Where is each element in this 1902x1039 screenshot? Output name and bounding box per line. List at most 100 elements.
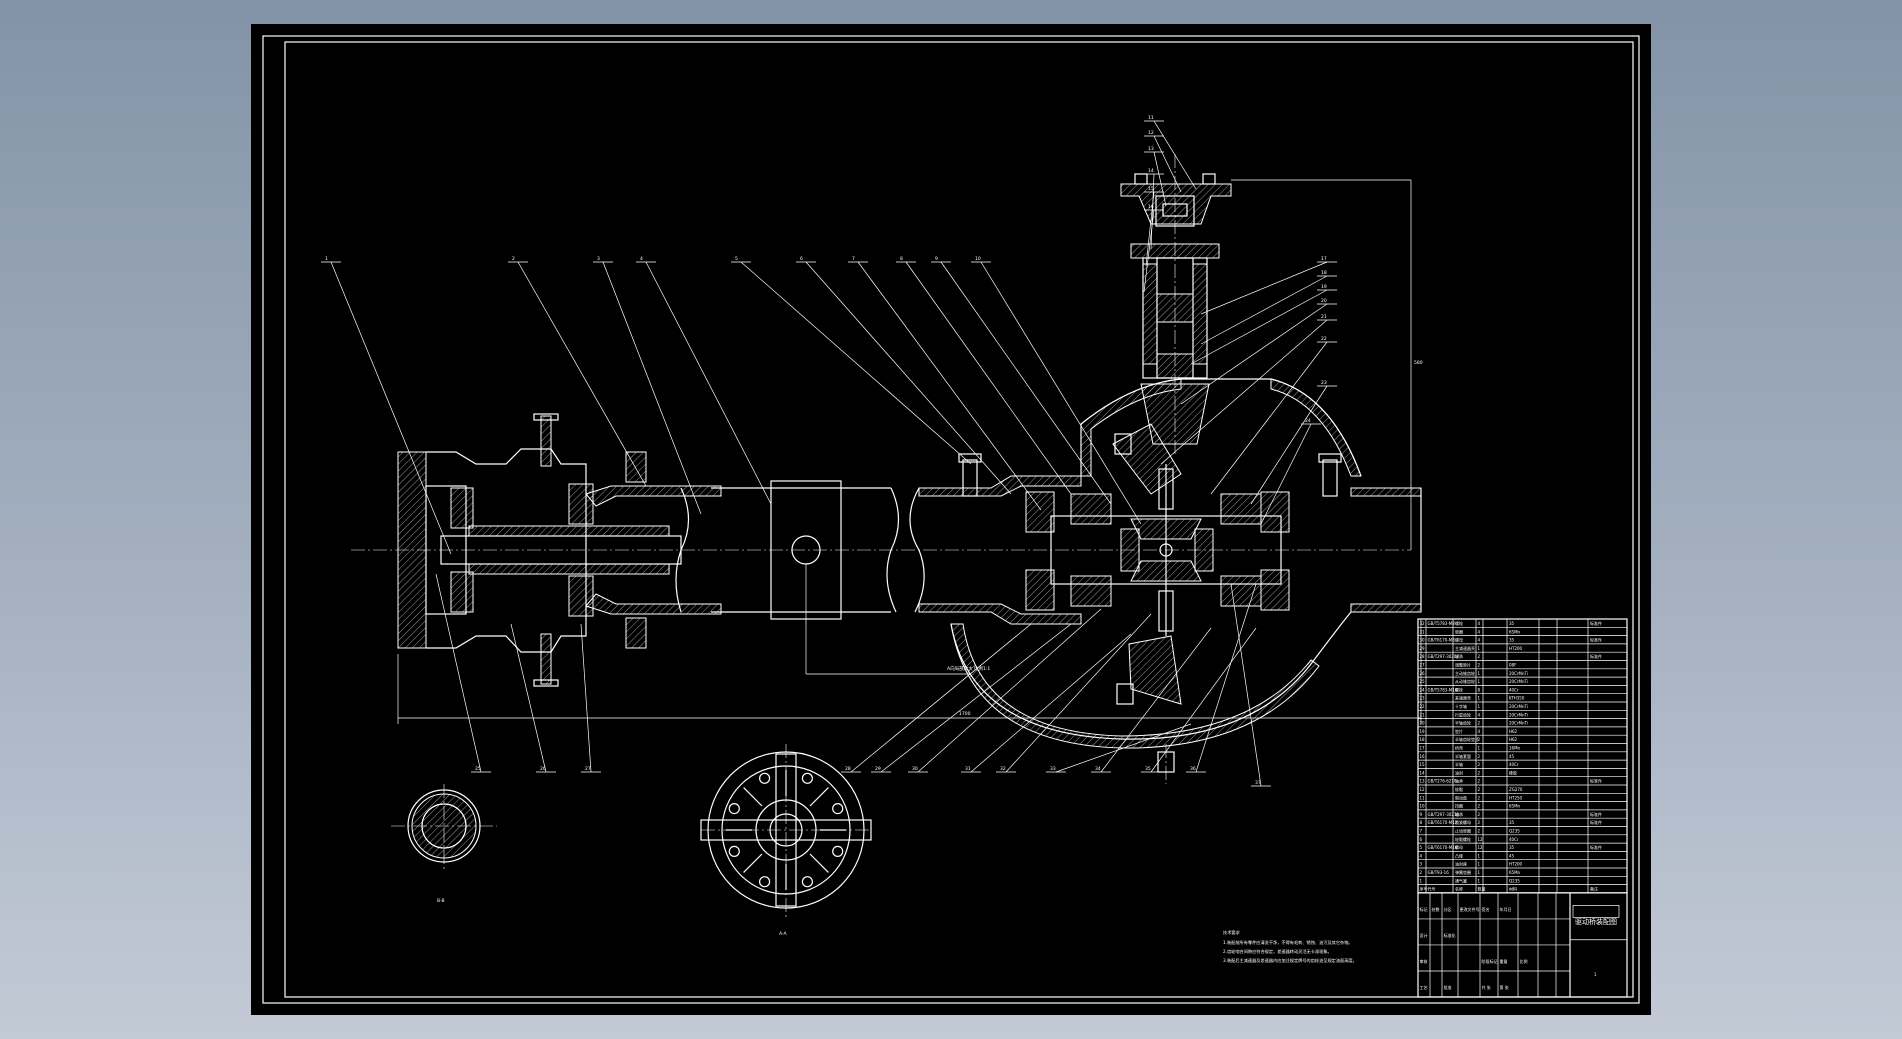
bom-cell: 2	[1478, 795, 1481, 800]
leader-line	[1145, 191, 1155, 267]
bom-cell: 数量	[1478, 886, 1486, 892]
bom-cell: 17	[1420, 746, 1426, 751]
bom-cell: 轴承	[1455, 811, 1463, 817]
part-balloon: 25	[475, 766, 481, 772]
flange-bolt-hole	[832, 845, 844, 858]
part-balloon: 28	[845, 766, 851, 772]
part-balloon: 33	[1050, 766, 1056, 772]
section-bb-label: B-B	[437, 898, 445, 904]
section-aa-label: A-A	[779, 931, 788, 937]
title-block-cell: 标准化	[1444, 932, 1456, 938]
part-balloon: 18	[1321, 270, 1327, 276]
bom-cell: 1	[1478, 646, 1481, 651]
cad-drawing: 1700 580 A向局部放大 比例1:1 123456789101112131…	[262, 35, 1640, 1004]
leader-line	[1250, 385, 1328, 505]
bom-cell: 2	[1478, 820, 1481, 825]
leader-line	[1200, 275, 1328, 345]
bom-cell: 2	[1478, 812, 1481, 817]
flange-bolt-hole	[758, 772, 771, 784]
bom-cell: 16Mn	[1509, 746, 1521, 751]
dimension-lines	[397, 179, 1422, 724]
leader-line	[905, 261, 1072, 495]
bom-cell: GB/T6170-M8	[1428, 638, 1456, 643]
bom-cell: 20CrMnTi	[1509, 721, 1528, 726]
bom-cell: 40Cr	[1509, 762, 1519, 767]
bom-cell: 4	[1478, 638, 1481, 643]
bom-cell: 备注	[1590, 886, 1598, 892]
flange-bolt-hole	[832, 802, 844, 815]
bom-cell: 十字轴	[1455, 703, 1467, 709]
flange-bolt-hole	[728, 802, 740, 815]
bom-cell: 6	[1420, 837, 1423, 842]
leader-line	[580, 623, 592, 773]
part-balloon: 15	[1148, 186, 1154, 192]
bom-cell: 螺母	[1455, 637, 1463, 643]
leader-line	[857, 261, 1042, 511]
bom-cell: 名称	[1455, 886, 1463, 892]
bom-cell: ZG270	[1509, 787, 1523, 792]
bom-cell: 2	[1478, 663, 1481, 668]
svg-text:技术要求: 技术要求	[1223, 929, 1241, 936]
bom-cell: 8	[1478, 687, 1481, 692]
title-block-cell: 阶段标记	[1482, 958, 1498, 964]
bom-cell: 油封座	[1455, 861, 1467, 867]
svg-text:1.装配前所有零件应清洗干净，不得有毛刺、锈蚀、油污及其它杂: 1.装配前所有零件应清洗干净，不得有毛刺、锈蚀、油污及其它杂物。	[1223, 939, 1353, 946]
bom-cell: 垫片	[1455, 728, 1463, 734]
bom-cell: 轮毂螺栓	[1455, 836, 1471, 842]
part-balloon: 14	[1148, 168, 1154, 174]
sheet-number: 1	[1594, 972, 1597, 977]
leader-line	[970, 633, 1132, 773]
bom-cell: 止动垫圈	[1455, 828, 1471, 834]
bom-cell: H62	[1509, 729, 1518, 734]
leader-line	[1210, 341, 1328, 495]
part-balloon: 8	[900, 256, 903, 262]
part-balloon: 32	[1000, 766, 1006, 772]
bom-cell: 13	[1420, 779, 1426, 784]
part-balloon: 3	[597, 256, 600, 262]
flange-rib	[809, 787, 829, 807]
bom-cell: 挡圈	[1455, 803, 1463, 809]
bom-cell: GB/T276-6210	[1428, 779, 1457, 784]
bom-cell: GB/T297-30210	[1428, 812, 1460, 817]
bom-cell: 1	[1478, 696, 1481, 701]
bom-cell: 主减速器壳	[1455, 645, 1475, 651]
bom-cell: 1	[1478, 746, 1481, 751]
leader-line	[1190, 289, 1328, 365]
part-balloon: 24	[1305, 418, 1311, 424]
leader-line	[1160, 319, 1328, 465]
bom-cell: 1	[1478, 862, 1481, 867]
bom-cell: 轮毂	[1455, 786, 1463, 792]
part-balloon: 7	[852, 256, 855, 262]
part-balloon: 17	[1321, 256, 1327, 262]
bom-cell: 标准件	[1590, 637, 1602, 643]
part-balloon: 26	[540, 766, 546, 772]
flange-bolt-hole	[801, 876, 814, 888]
bom-cell: 1	[1478, 853, 1481, 858]
leader-line	[1150, 627, 1257, 773]
left-hub-assembly	[397, 413, 722, 687]
bom-cell: 40Cr	[1509, 687, 1519, 692]
title-block-cell: 重量	[1500, 958, 1508, 964]
title-block-cell: 年月日	[1500, 906, 1512, 912]
bom-cell: 2	[1478, 737, 1481, 742]
bom-cell: 差速器壳	[1455, 695, 1471, 701]
bom-cell: 标准件	[1590, 620, 1602, 626]
leader-line	[1153, 151, 1167, 207]
bom-cell: 10	[1420, 804, 1426, 809]
part-balloon: 27	[585, 766, 591, 772]
bom-cell: HT250	[1509, 795, 1523, 800]
bom-cell: 2	[1478, 787, 1481, 792]
title-block-cell: 签名	[1482, 906, 1490, 912]
dim-height: 580	[1414, 360, 1423, 366]
bom-cell: 1	[1478, 704, 1481, 709]
part-balloon: 35	[1145, 766, 1151, 772]
part-balloon: 16	[1148, 204, 1154, 210]
bom-cell: 2	[1478, 721, 1481, 726]
pinion-assembly	[1120, 154, 1232, 454]
leader-line	[435, 573, 482, 773]
bom-cell: 23	[1420, 696, 1426, 701]
bom-cell: 9	[1420, 812, 1423, 817]
technical-notes: 技术要求 1.装配前所有零件应清洗干净，不得有毛刺、锈蚀、油污及其它杂物。 2.…	[1223, 929, 1357, 964]
